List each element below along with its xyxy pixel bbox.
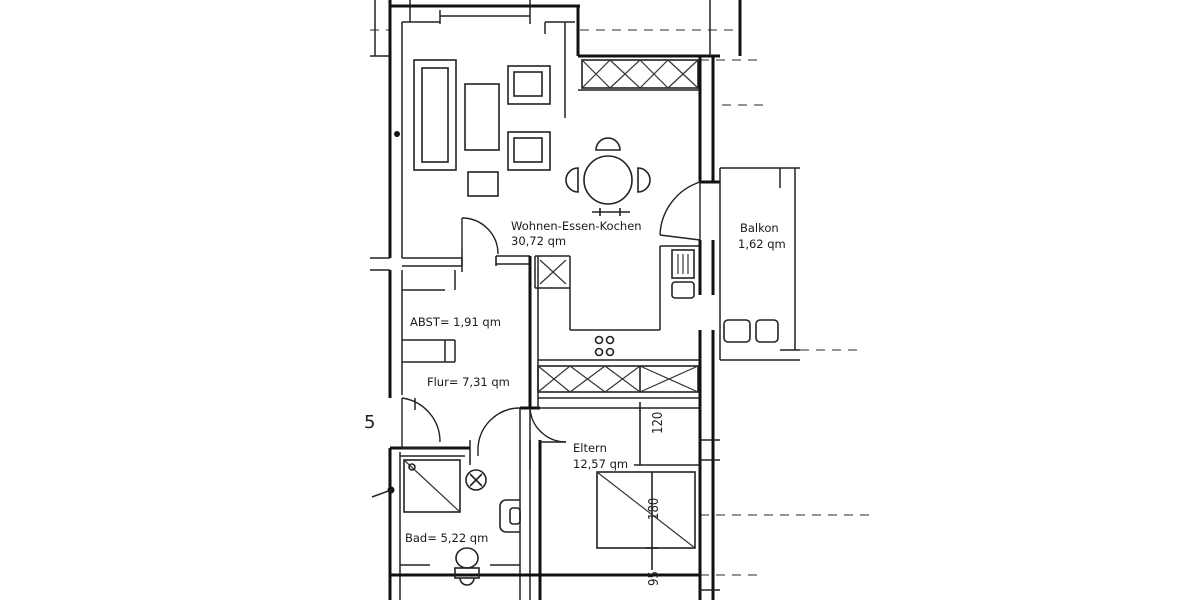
wall-socket xyxy=(371,131,400,498)
footstool xyxy=(467,171,499,197)
sink xyxy=(671,249,695,299)
walls xyxy=(370,0,800,600)
coffee-table xyxy=(464,83,500,151)
dining-table xyxy=(565,137,651,216)
armchair-top xyxy=(507,65,551,105)
eltern-area: 12,57 qm xyxy=(573,457,628,471)
floor-drain xyxy=(465,469,487,491)
abst-label: ABST= 1,91 qm xyxy=(410,315,501,329)
balkon-area: 1,62 qm xyxy=(738,237,786,251)
wohnen-area: 30,72 qm xyxy=(511,234,566,248)
dimension-lines xyxy=(634,402,700,570)
shower xyxy=(403,459,461,513)
washbasin xyxy=(499,499,521,533)
dimension-95: 95 xyxy=(647,571,662,586)
toilet xyxy=(454,547,480,586)
flur-label: Flur= 7,31 qm xyxy=(427,375,510,389)
dashed-reference-lines xyxy=(370,29,870,576)
fridge-box xyxy=(539,259,567,285)
armchair-bottom xyxy=(507,131,551,171)
sofa xyxy=(413,59,457,171)
eltern-name: Eltern xyxy=(573,441,607,455)
dimension-180: 180 xyxy=(647,498,662,520)
balkon-name: Balkon xyxy=(740,221,779,235)
wardrobe-eltern xyxy=(537,365,699,393)
edge-fragment: 5 xyxy=(364,412,375,433)
bad-label: Bad= 5,22 qm xyxy=(405,531,488,545)
doors xyxy=(401,181,701,456)
balcony-chairs xyxy=(723,319,779,343)
dimension-120: 120 xyxy=(651,412,666,434)
cooktop xyxy=(594,335,615,357)
bed xyxy=(596,471,696,549)
wohnen-name: Wohnen-Essen-Kochen xyxy=(511,219,642,233)
wardrobe-top xyxy=(581,59,699,89)
